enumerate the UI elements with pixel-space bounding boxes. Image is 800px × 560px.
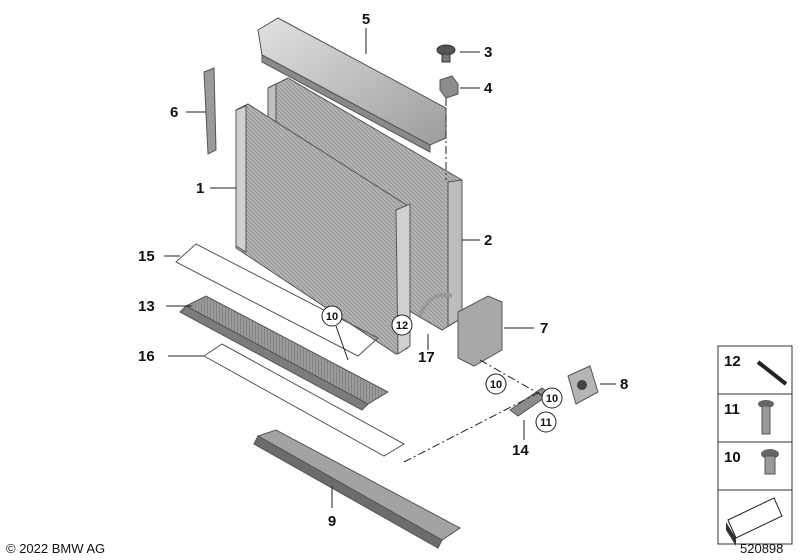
legend-number-10: 10: [724, 449, 741, 466]
callout-6: 6: [170, 104, 178, 121]
callout-4: 4: [484, 80, 493, 97]
assembly-lines: [403, 98, 551, 463]
diagram-type-icon: [726, 497, 783, 546]
side-air-seal: [203, 67, 217, 155]
svg-text:10: 10: [490, 379, 502, 391]
callout-16: 16: [138, 348, 155, 365]
strip-icon: [756, 360, 788, 386]
callout-7: 7: [540, 320, 548, 337]
lower-air-guide: [253, 429, 461, 549]
callout-3: 3: [484, 44, 492, 61]
holder: [567, 365, 599, 405]
svg-text:12: 12: [396, 320, 408, 332]
legend-number-12: 12: [724, 353, 741, 370]
bleed-screw: [436, 44, 456, 63]
callout-13: 13: [138, 298, 155, 315]
copyright: © 2022 BMW AG: [6, 541, 105, 556]
circled-callout-11: 11: [535, 411, 557, 433]
bolt-icon: [758, 400, 774, 435]
bracket-block: [439, 75, 459, 99]
circled-callout-10-c: 10: [541, 387, 563, 409]
leader-lines: [164, 28, 616, 508]
frame-lower: [203, 343, 406, 457]
callout-17: 17: [418, 349, 435, 366]
callout-8: 8: [620, 376, 628, 393]
callout-5: 5: [362, 11, 370, 28]
callout-15: 15: [138, 248, 155, 265]
callout-9: 9: [328, 513, 336, 530]
callout-2: 2: [484, 232, 492, 249]
circled-callout-10-b: 10: [485, 373, 507, 395]
circled-callout-10-a: 10: [321, 305, 349, 361]
svg-text:11: 11: [540, 417, 552, 429]
svg-text:10: 10: [326, 311, 338, 323]
bracket-assembly: [418, 293, 503, 367]
legend-number-11: 11: [724, 401, 740, 418]
upper-air-cover: [257, 17, 447, 153]
callout-14: 14: [512, 442, 529, 459]
callout-1: 1: [196, 180, 204, 197]
frame-upper: [175, 243, 379, 357]
circled-callout-12: 12: [391, 314, 413, 336]
screw-icon: [761, 449, 779, 475]
fastener-legend: 12 11 10: [717, 345, 793, 546]
transmission-oil-cooler: [179, 295, 390, 411]
svg-text:10: 10: [546, 393, 558, 405]
diagram-number: 520898: [740, 541, 783, 556]
